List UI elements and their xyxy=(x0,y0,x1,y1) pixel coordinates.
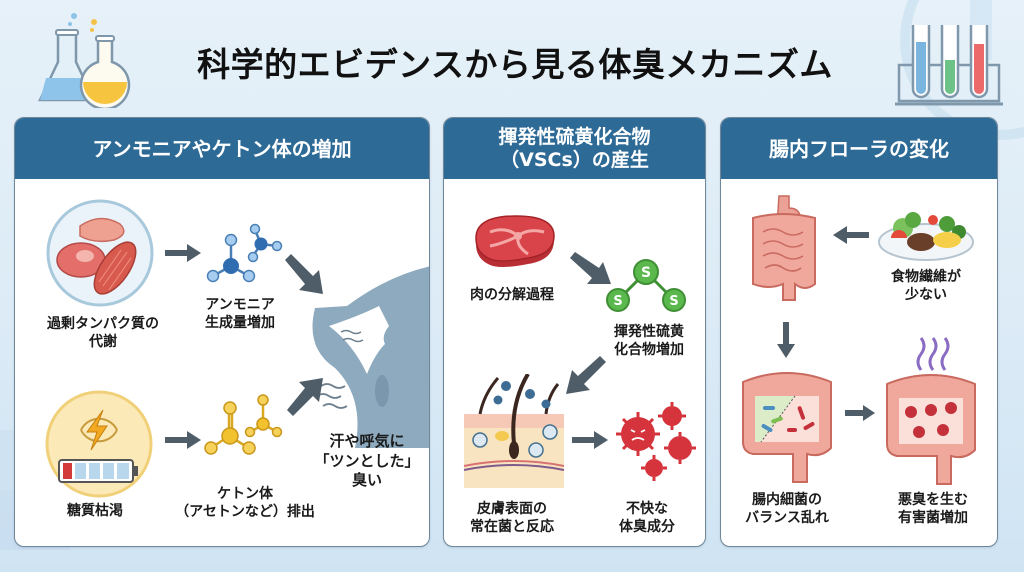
label-ketone: ケトン体 （アセトンなど）排出 xyxy=(175,486,315,521)
arrow-right-icon xyxy=(165,244,201,262)
arrow-up-right-icon xyxy=(287,378,323,416)
intestine-icon xyxy=(752,195,816,301)
arrow-left-icon xyxy=(833,226,869,244)
label-fiber: 食物繊維が 少ない xyxy=(891,269,961,304)
low-battery-energy-icon xyxy=(45,390,153,498)
ammonia-molecule-icon xyxy=(206,223,283,283)
test-tubes-icon xyxy=(895,25,1003,106)
food-plate-icon xyxy=(878,212,974,261)
flasks-icon xyxy=(38,13,131,108)
panel-title: アンモニアやケトン体の増加 xyxy=(92,136,352,161)
intestine-imbalance-icon xyxy=(742,372,832,483)
sulfur-label: S xyxy=(669,294,678,309)
sulfur-molecule-icon: S S S xyxy=(606,259,686,312)
sulfur-label: S xyxy=(641,265,651,281)
arrow-down-left-icon xyxy=(566,356,606,394)
label-result: 汗や呼気に 「ツンとした」 臭い xyxy=(314,432,420,489)
label-vsc: 揮発性硫黄 化合物増加 xyxy=(614,324,684,359)
arrow-right-icon xyxy=(165,431,201,449)
intestine-harmful-icon xyxy=(886,374,976,485)
label-meat: 肉の分解過程 xyxy=(470,287,554,303)
label-imbalance: 腸内細菌の バランス乱れ xyxy=(745,492,829,527)
arrow-down-icon xyxy=(777,322,795,358)
arrow-right-icon xyxy=(572,431,608,449)
panel-vsc: 揮発性硫黄化合物 （VSCs）の産生 肉の分解過程 S S S 揮発性硫黄 化合… xyxy=(443,117,706,547)
panel-ammonia-ketone: アンモニアやケトン体の増加 過剰タンパク質の 代謝 アンモニア 生成量増加 xyxy=(14,117,430,547)
armpit-odor-icon xyxy=(312,266,429,448)
panel-title-line1: 揮発性硫黄化合物 xyxy=(498,125,651,148)
panel-gut-flora: 腸内フローラの変化 食物繊維が 少ない 腸 xyxy=(720,117,998,547)
panel-header: 腸内フローラの変化 xyxy=(721,118,997,179)
sulfur-label: S xyxy=(613,294,622,309)
arrow-right-icon xyxy=(845,405,875,421)
arrow-down-right-icon xyxy=(570,252,611,284)
panel-header: アンモニアやケトン体の増加 xyxy=(15,118,429,179)
label-odor: 不快な 体臭成分 xyxy=(619,501,675,536)
steak-icon xyxy=(475,215,555,267)
panel-title-line2: （VSCs）の産生 xyxy=(500,148,649,171)
panel-title: 腸内フローラの変化 xyxy=(769,136,949,161)
label-protein: 過剰タンパク質の 代謝 xyxy=(47,316,159,351)
ketone-molecule-icon xyxy=(204,394,283,455)
label-ammonia: アンモニア 生成量増加 xyxy=(205,297,275,332)
label-harmful: 悪臭を生む 有害菌増加 xyxy=(898,492,968,527)
page-title: 科学的エビデンスから見る体臭メカニズム xyxy=(197,45,833,84)
panel-header: 揮発性硫黄化合物 （VSCs）の産生 xyxy=(444,118,705,179)
skin-cross-section-icon xyxy=(463,374,565,488)
title-bar: 科学的エビデンスから見る体臭メカニズム xyxy=(0,0,1024,110)
arrow-down-right-icon xyxy=(285,254,323,294)
bacteria-icon xyxy=(616,402,696,481)
label-skin: 皮膚表面の 常在菌と反応 xyxy=(470,501,554,536)
meat-muscle-icon xyxy=(46,199,154,307)
label-glycogen: 糖質枯渇 xyxy=(67,503,123,519)
odor-fumes-icon xyxy=(916,337,950,371)
